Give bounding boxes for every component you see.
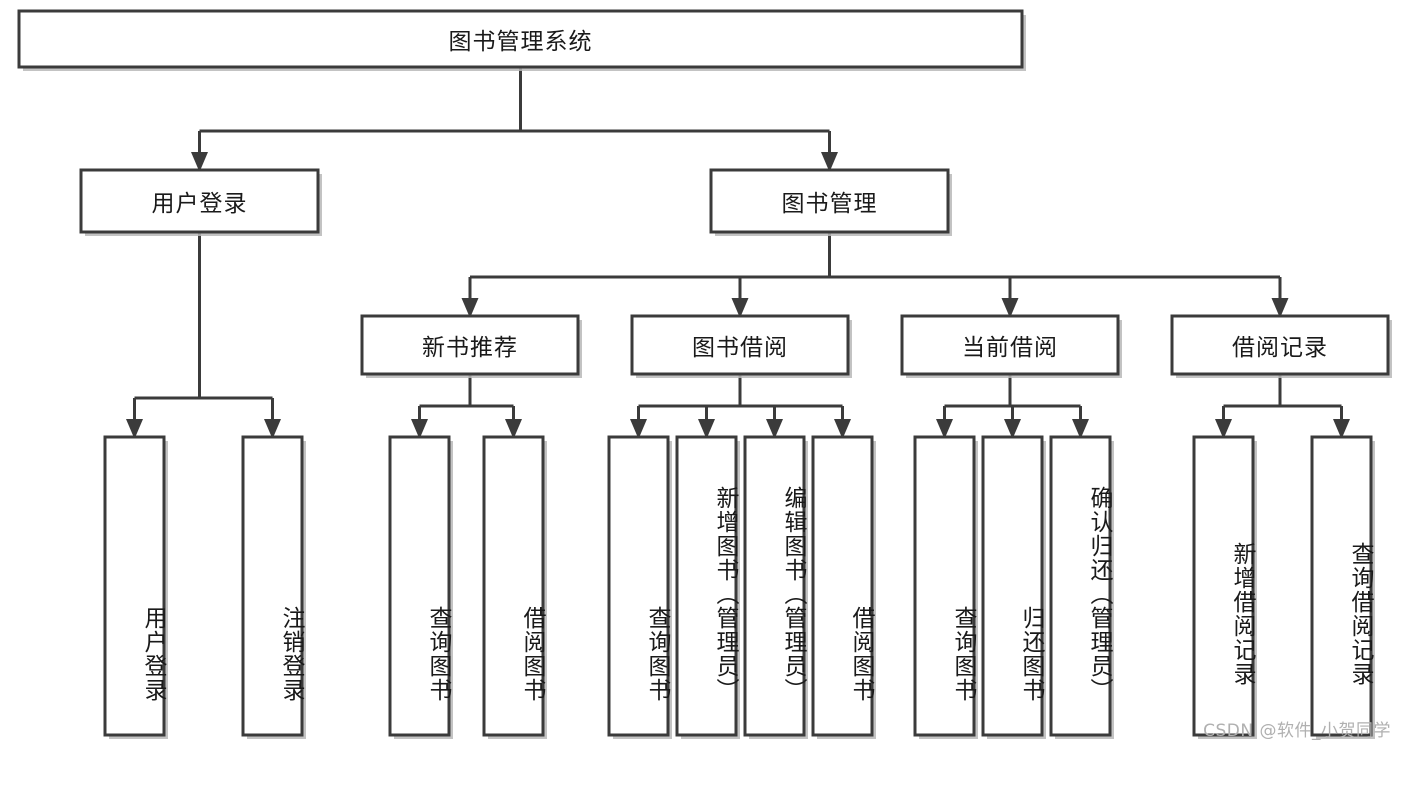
leaf-confirm-return-admin[interactable] (1049, 435, 1112, 737)
connector-layer (133, 67, 1343, 419)
node-book-borrow[interactable] (630, 314, 850, 376)
box-layer (17, 9, 1390, 737)
node-current-borrow[interactable] (900, 314, 1120, 376)
leaf-edit-book-admin[interactable] (743, 435, 806, 737)
connector-borrow-to-leaves (637, 374, 844, 419)
flowchart-svg (17, 9, 1392, 739)
node-book-management[interactable] (709, 168, 950, 234)
leaf-query-book-borrow[interactable] (607, 435, 670, 737)
arrowhead-icon (698, 419, 715, 439)
leaf-query-book-current[interactable] (913, 435, 976, 737)
arrowhead-icon (126, 419, 143, 439)
arrowhead-icon (821, 152, 838, 172)
arrowhead-layer (126, 152, 1350, 439)
arrowhead-icon (936, 419, 953, 439)
connector-root-to-level2 (198, 67, 831, 152)
node-borrow-record[interactable] (1170, 314, 1390, 376)
arrowhead-icon (834, 419, 851, 439)
arrowhead-icon (1215, 419, 1232, 439)
arrowhead-icon (1271, 298, 1289, 318)
connector-current-to-leaves (943, 374, 1082, 419)
arrowhead-icon (461, 298, 479, 318)
arrowhead-icon (630, 419, 647, 439)
leaf-borrow-book-newbook[interactable] (482, 435, 545, 737)
watermark-text: CSDN @软件_小贺同学 (1203, 721, 1391, 741)
connector-bookmgmt-to-groups (468, 232, 1282, 298)
leaf-query-borrow-record[interactable] (1310, 435, 1373, 737)
node-user-login[interactable] (79, 168, 320, 234)
arrowhead-icon (191, 152, 208, 172)
node-root-system[interactable] (17, 9, 1024, 69)
arrowhead-icon (1001, 298, 1019, 318)
flowchart-canvas: 图书管理系统 用户登录 图书管理 新书推荐 图书借阅 当前借阅 借阅记录 用户登… (17, 9, 1392, 741)
connector-record-to-leaves (1222, 374, 1343, 419)
arrowhead-icon (505, 419, 522, 439)
leaf-return-book[interactable] (981, 435, 1044, 737)
leaf-add-borrow-record[interactable] (1192, 435, 1255, 737)
leaf-add-book-admin[interactable] (675, 435, 738, 737)
arrowhead-icon (731, 298, 749, 318)
node-new-book-recommend[interactable] (360, 314, 580, 376)
arrowhead-icon (1072, 419, 1089, 439)
arrowhead-icon (411, 419, 428, 439)
connector-newbook-to-leaves (418, 374, 515, 419)
leaf-user-logout[interactable] (241, 435, 304, 737)
arrowhead-icon (1333, 419, 1350, 439)
connector-userlogin-to-children (133, 232, 274, 419)
leaf-query-book-newbook[interactable] (388, 435, 451, 737)
leaf-user-login[interactable] (103, 435, 166, 737)
arrowhead-icon (766, 419, 783, 439)
leaf-borrow-book[interactable] (811, 435, 874, 737)
arrowhead-icon (264, 419, 281, 439)
arrowhead-icon (1004, 419, 1021, 439)
